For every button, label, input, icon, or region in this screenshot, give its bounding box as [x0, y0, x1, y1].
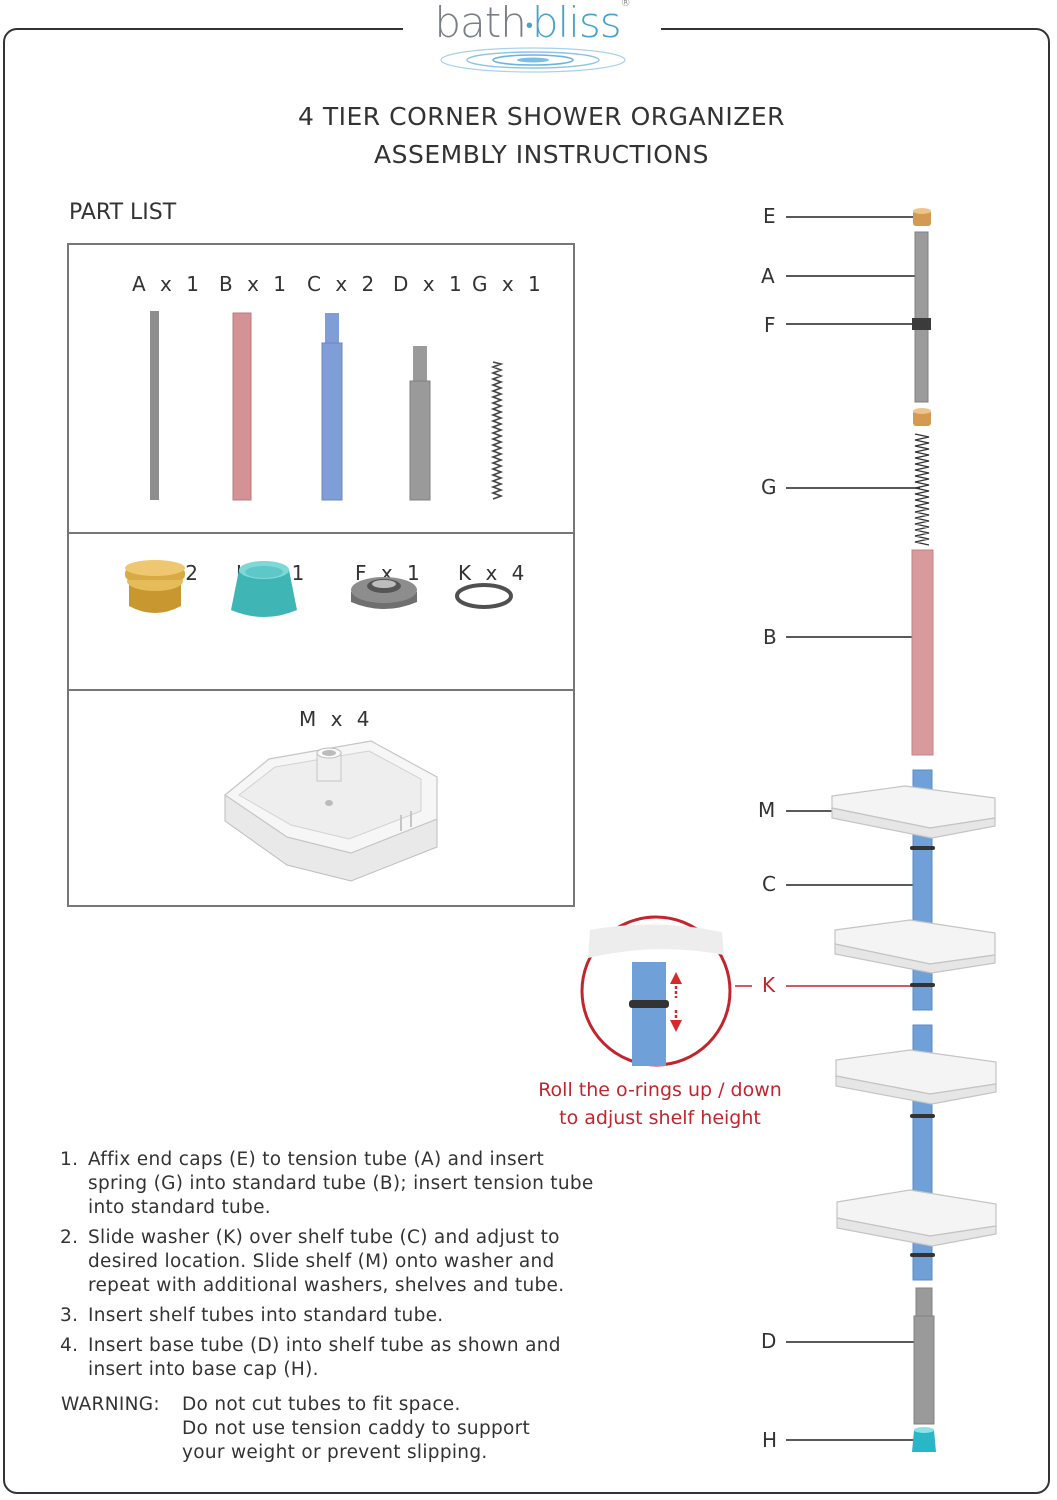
step-number: 1.	[60, 1149, 79, 1170]
washer-f-icon	[912, 318, 931, 330]
water-ripple-icon	[440, 47, 626, 73]
divider	[69, 689, 573, 691]
shelf-icon	[835, 1049, 997, 1105]
part-label-m: M x 4	[299, 707, 374, 731]
part-label-a: A x 1	[132, 272, 203, 296]
o-ring-k-icon	[455, 583, 513, 609]
note-line-2: to adjust shelf height	[559, 1107, 761, 1129]
step-4: 4. Insert base tube (D) into shelf tube a…	[60, 1334, 600, 1382]
shelf-m-icon	[223, 740, 438, 882]
brand-part2: bliss	[531, 0, 622, 47]
warning-line-1: Do not cut tubes to fit space.	[182, 1394, 461, 1415]
step-text: Insert shelf tubes into standard tube.	[88, 1305, 444, 1326]
note-line-1: Roll the o-rings up / down	[538, 1079, 782, 1101]
step-text: Slide washer (K) over shelf tube (C) and…	[88, 1227, 565, 1296]
part-label-k: K x 4	[458, 561, 529, 585]
warning-line-2: Do not use tension caddy to support your…	[182, 1418, 531, 1463]
title-line-1: 4 TIER CORNER SHOWER ORGANIZER	[298, 102, 785, 131]
callout-b: B	[763, 625, 777, 649]
end-cap-icon	[913, 410, 931, 426]
tube-a-icon	[150, 311, 159, 500]
callout-e: E	[763, 204, 776, 228]
tube-d-icon	[915, 1287, 933, 1319]
part-label-d: D x 1	[393, 272, 466, 296]
brand-part1: bath	[434, 0, 526, 47]
brand-wordmark: bath•bliss®	[434, 0, 631, 47]
washer-f-icon	[351, 577, 417, 609]
part-label-g: G x 1	[472, 272, 545, 296]
tube-b-icon	[911, 549, 934, 756]
part-label-c: C x 2	[307, 272, 379, 296]
base-cap-h-icon	[912, 1430, 936, 1452]
callout-d: D	[761, 1329, 777, 1353]
step-number: 2.	[60, 1227, 79, 1248]
step-text: Affix end caps (E) to tension tube (A) a…	[88, 1149, 594, 1218]
o-ring-note: Roll the o-rings up / down to adjust she…	[500, 1076, 820, 1132]
tube-d-icon	[409, 346, 431, 501]
warning-label: WARNING:	[61, 1394, 160, 1415]
callout-m: M	[758, 798, 776, 822]
title-line-2: ASSEMBLY INSTRUCTIONS	[374, 140, 709, 169]
step-number: 4.	[60, 1335, 79, 1356]
assembly-steps: 1. Affix end caps (E) to tension tube (A)…	[60, 1148, 600, 1388]
end-cap-e-icon	[125, 560, 185, 613]
step-3: 3. Insert shelf tubes into standard tube.	[60, 1304, 600, 1328]
part-label-b: B x 1	[219, 272, 290, 296]
o-rings	[910, 846, 935, 1257]
tube-b-icon	[233, 313, 251, 500]
callout-a: A	[761, 264, 775, 288]
shelf-icon	[834, 919, 996, 974]
end-cap-icon	[913, 210, 931, 226]
tube-c-icon	[321, 313, 343, 501]
cap-parts-illustration	[125, 560, 513, 617]
callout-g: G	[761, 475, 777, 499]
tube-a-icon	[914, 231, 929, 403]
callout-k: K	[762, 973, 776, 997]
part-list-heading: PART LIST	[69, 200, 177, 225]
base-cap-h-icon	[231, 561, 297, 617]
spring-g-icon	[490, 361, 504, 500]
brand-logo: bath•bliss®	[403, 0, 661, 80]
spring-g-icon	[914, 433, 930, 546]
tube-parts-illustration	[150, 311, 504, 501]
shelf-icon	[831, 785, 996, 839]
divider	[69, 532, 573, 534]
registered-mark: ®	[620, 0, 631, 9]
o-ring-detail-zoom	[580, 915, 732, 1067]
warning-block: WARNING: Do not cut tubes to fit space. …	[61, 1393, 601, 1465]
step-1: 1. Affix end caps (E) to tension tube (A)…	[60, 1148, 600, 1220]
step-text: Insert base tube (D) into shelf tube as …	[88, 1335, 561, 1380]
callout-f: F	[764, 313, 776, 337]
shelf-icon	[836, 1189, 997, 1247]
callout-h: H	[762, 1428, 778, 1452]
step-number: 3.	[60, 1305, 79, 1326]
step-2: 2. Slide washer (K) over shelf tube (C) a…	[60, 1226, 600, 1298]
callout-c: C	[762, 872, 776, 896]
part-list-table: A x 1 B x 1 C x 2 D x 1 G x 1 E x 2 H x …	[67, 243, 575, 907]
